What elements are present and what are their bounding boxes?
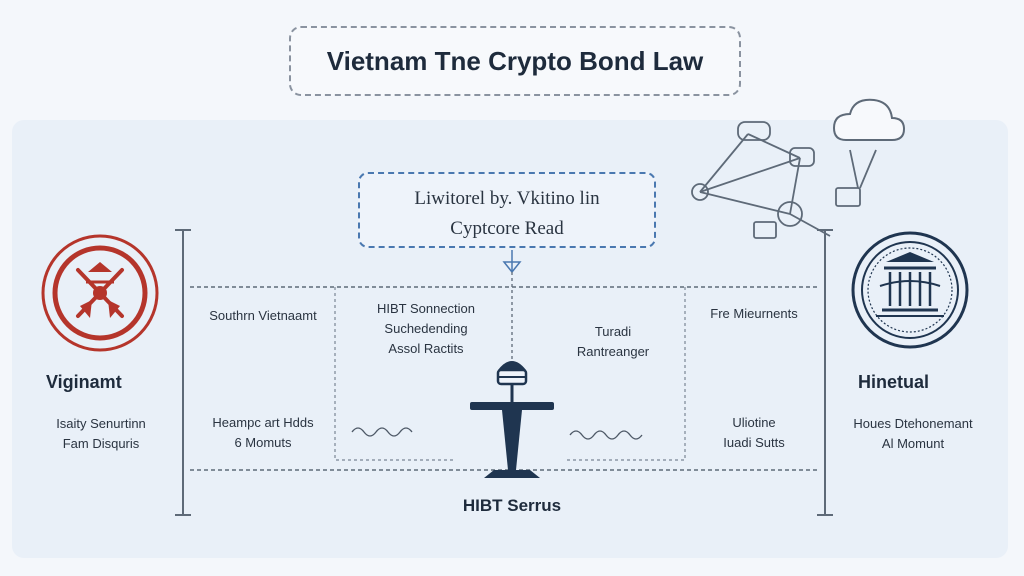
hibt-connection-block: HIBT Sonnection Suchedending Assol Racti… xyxy=(356,299,496,359)
heampc-line-1: Heampc art Hdds xyxy=(212,415,314,430)
right-entity-desc-line-1: Houes Dtehonemant xyxy=(853,416,973,431)
right-squiggle xyxy=(569,430,643,440)
right-entity-desc-line-2: Al Momunt xyxy=(881,436,945,451)
fre-movements-label: Fre Mieurnents xyxy=(710,306,798,321)
diagram-title: Vietnam Tne Crypto Bond Law xyxy=(289,26,741,96)
turadi-block: Turadi Rantreanger xyxy=(558,322,668,362)
uliotine-line-1: Uliotine xyxy=(732,415,776,430)
compass-rose-seal-icon xyxy=(41,234,159,352)
right-entity-name: Hinetual xyxy=(858,372,930,392)
left-entity-desc-line-1: Isaity Senurtinn xyxy=(56,416,146,431)
microphone-podium-icon xyxy=(470,361,554,478)
hibt-line-3: Assol Ractits xyxy=(388,341,464,356)
heampc-line-2: 6 Momuts xyxy=(234,435,292,450)
left-entity-desc-line-2: Fam Disquris xyxy=(62,436,140,451)
left-entity-name: Viginamt xyxy=(46,372,122,392)
callout-line-1: Liwitorel by. Vkitino lin xyxy=(414,188,600,209)
heampc-block: Heampc art Hdds 6 Momuts xyxy=(196,413,330,453)
turadi-line-1: Turadi xyxy=(594,324,632,339)
hibt-line-1: HIBT Sonnection xyxy=(376,301,476,316)
center-podium-label: HIBT Serrus xyxy=(462,496,562,515)
right-inner-box xyxy=(565,287,686,461)
law-callout-box: Liwitorel by. Vkitino lin Cyptcore Read xyxy=(358,172,656,248)
right-entity-description: Houes Dtehonemant Al Momunt xyxy=(838,414,988,454)
uliotine-block: Uliotine Iuadi Sutts xyxy=(694,413,814,453)
callout-line-2: Cyptcore Read xyxy=(450,218,564,239)
left-entity-description: Isaity Senurtinn Fam Disquris xyxy=(30,414,172,454)
uliotine-line-2: Iuadi Sutts xyxy=(723,435,785,450)
southern-vietnam-label: Southrn Vietnaamt xyxy=(209,308,317,323)
cloud-icon xyxy=(832,98,906,141)
network-nodes-icon xyxy=(691,121,877,239)
turadi-line-2: Rantreanger xyxy=(576,344,650,359)
left-inner-box xyxy=(334,287,455,461)
left-squiggle xyxy=(351,427,413,437)
institution-seal-icon xyxy=(851,231,969,349)
hibt-line-2: Suchedending xyxy=(384,321,468,336)
